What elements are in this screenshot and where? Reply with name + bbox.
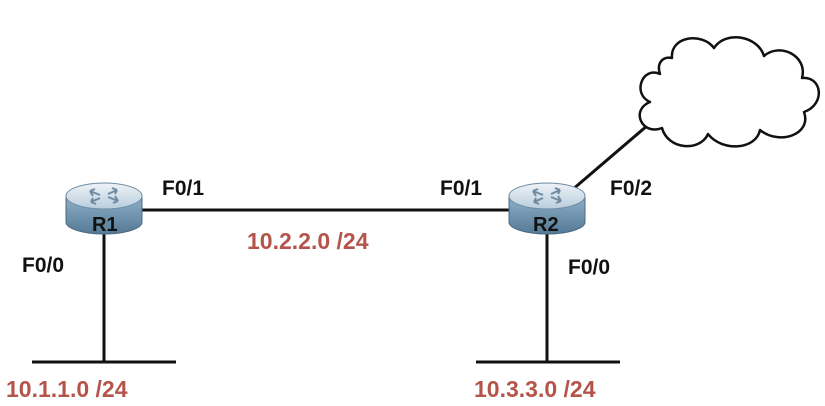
network-label-r1-lan: 10.1.1.0 /24 [6,376,128,402]
interface-label-r2-f02: F0/2 [610,177,653,200]
router-r1-icon[interactable] [65,182,143,235]
interface-label-r1-f00: F0/0 [22,254,65,277]
cloud-icon[interactable] [638,36,821,148]
network-label-r1-r2: 10.2.2.0 /24 [247,228,369,254]
interface-label-r1-f01: F0/1 [162,177,205,200]
router-r2-icon[interactable] [508,182,586,235]
network-label-r2-lan: 10.3.3.0 /24 [474,376,596,402]
link-r2-cloud [571,123,649,192]
interface-label-r2-f00: F0/0 [568,256,611,279]
router-r2-label: R2 [533,214,559,236]
interface-label-r2-f01: F0/1 [440,177,483,200]
router-r1-label: R1 [92,214,118,236]
